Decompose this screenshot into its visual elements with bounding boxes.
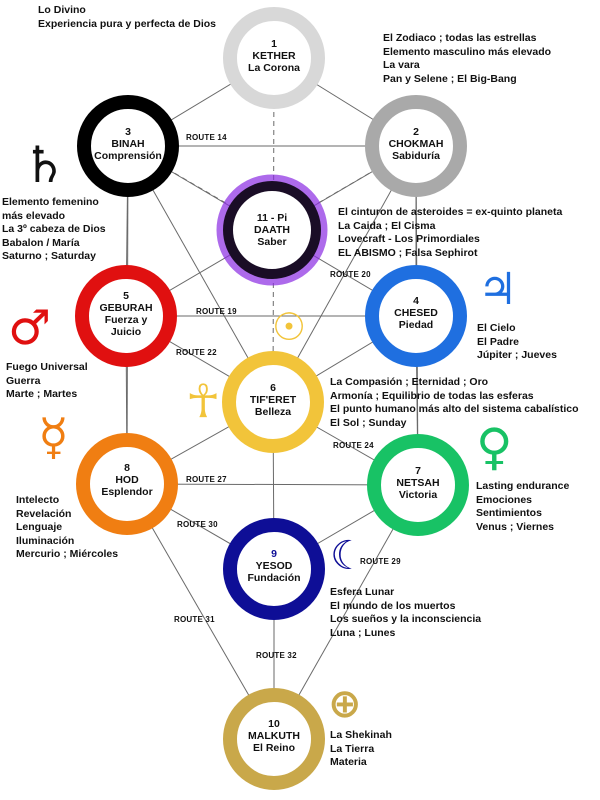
- jupiter-icon: ♃: [478, 264, 518, 315]
- route-label-29: ROUTE 29: [360, 557, 401, 566]
- route-label-32: ROUTE 32: [256, 651, 297, 660]
- ankh-icon: ☥: [186, 374, 221, 428]
- sephirah-ring-tiferet: [222, 351, 324, 453]
- sephirah-ring-netsah: [367, 434, 469, 536]
- saturn-icon: ♄: [22, 136, 67, 194]
- route-label-24: ROUTE 24: [333, 441, 374, 450]
- route-label-19: ROUTE 19: [196, 307, 237, 316]
- sephirah-ring-chesed: [365, 265, 467, 367]
- annotation-daath: El cinturon de asteroides = ex-quinto pl…: [338, 206, 563, 259]
- route-label-30: ROUTE 30: [177, 520, 218, 529]
- sephirah-ring-binah: [77, 95, 179, 197]
- sephirah-ring-malkuth: [223, 688, 325, 790]
- mercury-icon: ☿: [38, 408, 69, 466]
- moon-icon: ☾: [330, 533, 366, 579]
- sun-icon: ☉: [272, 305, 307, 349]
- sephirah-ring-geburah: [75, 265, 177, 367]
- route-label-20: ROUTE 20: [330, 270, 371, 279]
- sephirah-ring-hod: [76, 433, 178, 535]
- mars-icon: ♂: [8, 300, 52, 356]
- sephirah-ring-yesod: [223, 518, 325, 620]
- route-label-27: ROUTE 27: [186, 475, 227, 484]
- venus-icon: ♀: [476, 418, 513, 476]
- sephirot-rings: [75, 7, 469, 790]
- route-label-14: ROUTE 14: [186, 133, 227, 142]
- sephirah-ring-kether: [223, 7, 325, 109]
- sephirah-ring-daath: [223, 181, 321, 279]
- sephirah-ring-chokmah: [365, 95, 467, 197]
- route-label-31: ROUTE 31: [174, 615, 215, 624]
- route-label-22: ROUTE 22: [176, 348, 217, 357]
- earth-icon: ⊕: [328, 681, 362, 727]
